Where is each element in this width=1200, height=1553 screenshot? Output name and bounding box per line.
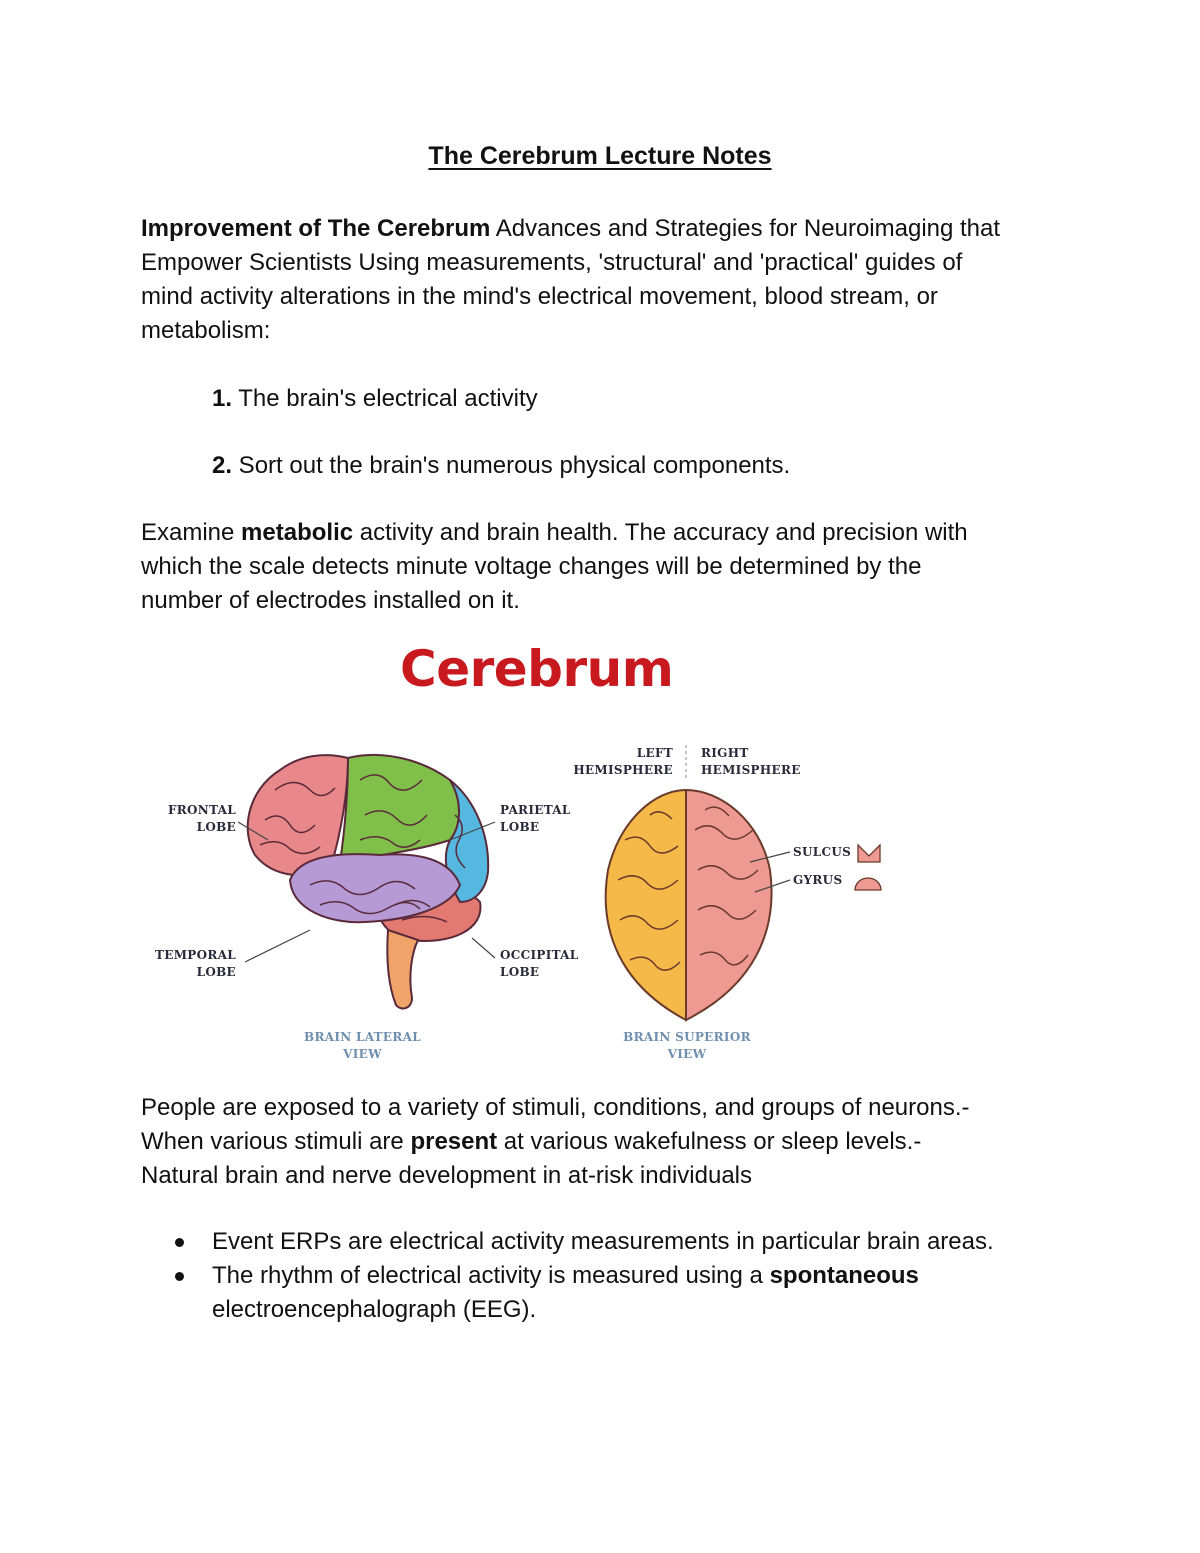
people-line2-pre: When various stimuli are (141, 1128, 411, 1155)
parietal-lobe-label: PARIETAL LOBE (500, 802, 571, 836)
examine-pre: Examine (141, 519, 242, 546)
occipital-label-line2: LOBE (500, 965, 540, 979)
superior-view-line2: VIEW (667, 1047, 707, 1061)
sulcus-icon (857, 843, 881, 863)
cerebrum-figure: Cerebrum FRONTAL LOBE PARIETAL LOBE TEMP… (150, 640, 910, 1070)
occipital-lobe-shape (444, 779, 490, 904)
lateral-view-line1: BRAIN LATERAL (304, 1030, 421, 1044)
bullet-dot-icon (175, 1238, 184, 1247)
occipital-lobe-label: OCCIPITAL LOBE (500, 947, 579, 981)
right-hemisphere-line1: RIGHT (701, 746, 749, 760)
superior-leader-lines (749, 851, 791, 893)
left-hemisphere-label: LEFT HEMISPHERE (570, 745, 673, 779)
numbered-item-number: 1. (212, 385, 233, 412)
left-hemisphere-line2: HEMISPHERE (573, 763, 673, 777)
numbered-item-2: 2. Sort out the brain's numerous physica… (212, 449, 790, 483)
lateral-gyri-lines (259, 774, 466, 923)
document-title: The Cerebrum Lecture Notes (428, 142, 772, 170)
sulcus-label: SULCUS (793, 845, 852, 859)
temporal-label-line1: TEMPORAL (155, 948, 236, 962)
bullet-item: Event ERPs are electrical activity measu… (141, 1225, 1101, 1259)
superior-view-line1: BRAIN SUPERIOR (623, 1030, 751, 1044)
bullet-dot-icon (175, 1272, 184, 1281)
frontal-label-line1: FRONTAL (167, 803, 236, 817)
brainstem-shape (386, 928, 420, 1010)
examine-paragraph: Examine metabolic activity and brain hea… (141, 516, 1071, 618)
intro-line3: mind activity alterations in the mind's … (141, 283, 938, 310)
bullet-text-pre: The rhythm of electrical activity is mea… (212, 1262, 770, 1289)
bullet-text-line2: electroencephalograph (EEG). (212, 1296, 537, 1323)
gyrus-label: GYRUS (793, 873, 843, 887)
superior-gyri-lines (617, 806, 759, 971)
frontal-label-line2: LOBE (196, 820, 236, 834)
bullet-item: The rhythm of electrical activity is mea… (141, 1259, 1101, 1327)
intro-bold-lead: Improvement of The Cerebrum (141, 215, 491, 242)
intro-line1: Advances and Strategies for Neuroimaging… (490, 215, 1001, 242)
lateral-view-caption: BRAIN LATERAL VIEW (290, 1029, 435, 1063)
examine-line3: number of electrodes installed on it. (141, 587, 520, 614)
parietal-label-line2: LOBE (500, 820, 540, 834)
superior-view-caption: BRAIN SUPERIOR VIEW (612, 1029, 762, 1063)
bullet-text: Event ERPs are electrical activity measu… (212, 1228, 994, 1255)
numbered-item-1: 1. The brain's electrical activity (212, 382, 538, 416)
figure-title: Cerebrum (400, 640, 674, 698)
temporal-lobe-shape (288, 853, 462, 924)
right-hemisphere-label: RIGHT HEMISPHERE (701, 745, 801, 779)
lateral-leader-lines (237, 821, 496, 963)
people-line2-rest: at various wakefulness or sleep levels.- (497, 1128, 922, 1155)
people-paragraph: People are exposed to a variety of stimu… (141, 1091, 1071, 1193)
lateral-brain (246, 753, 490, 1010)
numbered-item-text: The brain's electrical activity (232, 385, 538, 412)
intro-paragraph: Improvement of The Cerebrum Advances and… (141, 212, 1071, 348)
right-hemisphere-line2: HEMISPHERE (701, 763, 801, 777)
gyrus-icon (854, 877, 882, 891)
brain-illustration (237, 745, 882, 1022)
right-hemisphere-shape (685, 788, 773, 1022)
people-line3: Natural brain and nerve development in a… (141, 1162, 752, 1189)
intro-line4: metabolism: (141, 317, 271, 344)
examine-bold: metabolic (241, 519, 354, 546)
bullet-text-bold: spontaneous (769, 1262, 919, 1289)
people-line2-bold: present (410, 1128, 498, 1155)
intro-line2: Empower Scientists Using measurements, '… (141, 249, 963, 276)
left-hemisphere-line1: LEFT (636, 746, 673, 760)
temporal-label-line2: LOBE (196, 965, 236, 979)
numbered-item-text: Sort out the brain's numerous physical c… (232, 452, 791, 479)
temporal-lobe-label: TEMPORAL LOBE (150, 947, 236, 981)
parietal-label-line1: PARIETAL (500, 803, 571, 817)
superior-brain (604, 788, 773, 1022)
frontal-lobe-label: FRONTAL LOBE (158, 802, 236, 836)
bullet-list: Event ERPs are electrical activity measu… (141, 1225, 1101, 1327)
lateral-view-line2: VIEW (343, 1047, 382, 1061)
people-line1: People are exposed to a variety of stimu… (141, 1094, 970, 1121)
examine-line2: which the scale detects minute voltage c… (141, 553, 922, 580)
examine-line1: activity and brain health. The accuracy … (353, 519, 968, 546)
numbered-item-number: 2. (212, 452, 233, 479)
occipital-label-line1: OCCIPITAL (500, 948, 579, 962)
left-hemisphere-shape (604, 788, 687, 1022)
